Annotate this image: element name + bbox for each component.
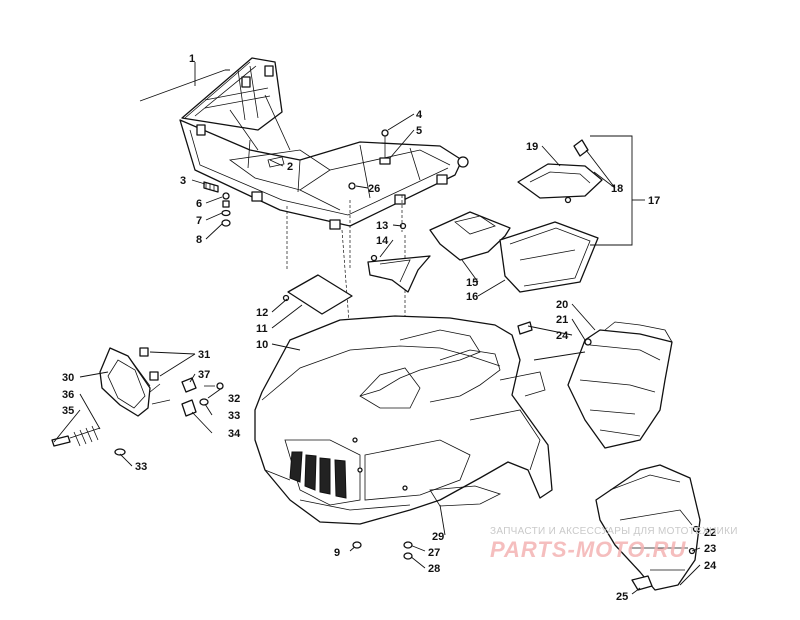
callout-37: 37 xyxy=(198,369,210,381)
callout-33a: 33 xyxy=(228,410,240,422)
bolt-4-5 xyxy=(348,129,469,190)
fender-fasteners xyxy=(352,541,413,560)
callout-35: 35 xyxy=(62,405,74,417)
leader-lines xyxy=(53,113,701,595)
callout-31: 31 xyxy=(198,349,210,361)
callout-line-1 xyxy=(139,69,230,102)
callout-8: 8 xyxy=(196,234,202,246)
callout-9: 9 xyxy=(334,547,340,559)
callout-15: 15 xyxy=(466,277,478,289)
callout-17: 17 xyxy=(648,195,660,207)
callout-7: 7 xyxy=(196,215,202,227)
callout-labels: 1 2 3 4 5 6 7 8 9 10 11 12 13 14 15 16 1… xyxy=(62,53,717,603)
callout-22: 22 xyxy=(704,527,716,539)
side-panel-right xyxy=(517,321,673,449)
callout-11: 11 xyxy=(256,323,268,335)
callout-19: 19 xyxy=(526,141,538,153)
callout-16: 16 xyxy=(466,291,478,303)
callout-14: 14 xyxy=(376,235,389,247)
callout-1: 1 xyxy=(189,53,195,65)
callout-2: 2 xyxy=(287,161,293,173)
callout-6: 6 xyxy=(196,198,202,210)
rack-hardware xyxy=(203,181,231,227)
callout-5: 5 xyxy=(416,125,422,137)
callout-24b: 24 xyxy=(704,560,717,572)
callout-24a: 24 xyxy=(556,330,569,342)
storage-lid xyxy=(517,139,603,204)
callout-30: 30 xyxy=(62,372,74,384)
callout-23: 23 xyxy=(704,543,716,555)
callout-25: 25 xyxy=(616,591,628,603)
callout-13: 13 xyxy=(376,220,388,232)
callout-26: 26 xyxy=(368,183,380,195)
callout-18: 18 xyxy=(611,183,623,195)
bracket-17 xyxy=(590,135,633,246)
callout-28: 28 xyxy=(428,563,440,575)
callout-34: 34 xyxy=(228,428,241,440)
side-panel-lower xyxy=(595,464,701,591)
callout-29: 29 xyxy=(432,531,444,543)
callout-3: 3 xyxy=(180,175,186,187)
callout-21: 21 xyxy=(556,314,568,326)
storage-tray xyxy=(429,211,599,293)
access-plate xyxy=(282,274,353,315)
mount-bracket xyxy=(367,222,431,293)
headlight-assembly xyxy=(51,347,224,456)
callout-10: 10 xyxy=(256,339,268,351)
callout-4: 4 xyxy=(416,109,423,121)
front-fender xyxy=(254,315,553,525)
callout-12: 12 xyxy=(256,307,268,319)
front-rack xyxy=(179,57,463,230)
callout-36: 36 xyxy=(62,389,74,401)
callout-33b: 33 xyxy=(135,461,147,473)
callout-27: 27 xyxy=(428,547,440,559)
callout-32: 32 xyxy=(228,393,240,405)
callout-20: 20 xyxy=(556,299,568,311)
leader-24a xyxy=(533,351,586,361)
